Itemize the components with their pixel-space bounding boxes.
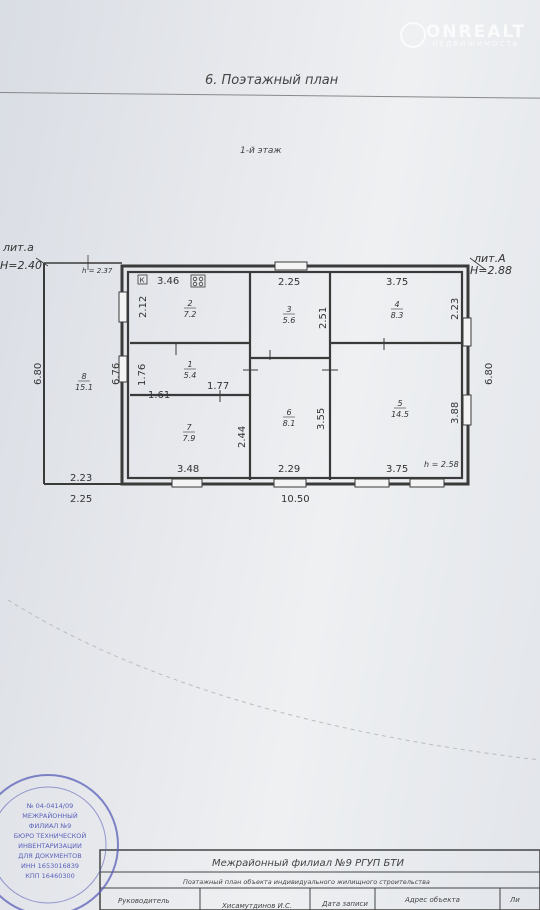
stamp-line-4: БЮРО ТЕХНИЧЕСКОЙ <box>14 831 87 840</box>
room-5-number: 5 <box>397 399 402 408</box>
room-number-dividers <box>78 307 406 433</box>
title-block-col3: Дата записи <box>321 900 368 908</box>
dim-room4-height: 2.23 <box>450 298 461 320</box>
room-1-area: 5.4 <box>184 371 197 380</box>
watermark-subtitle: НЕДВИЖИМОСТЬ <box>432 40 520 48</box>
title-block-col1: Руководитель <box>118 897 170 905</box>
dim-room1-height: 1.76 <box>137 364 148 386</box>
dim-room6-width: 2.29 <box>278 464 300 475</box>
windows <box>118 261 472 488</box>
room-3-number: 3 <box>286 305 291 314</box>
annex-outline <box>43 262 122 485</box>
ceiling-mark-ticks <box>35 255 487 271</box>
doors <box>175 338 385 402</box>
dim-room3-height: 2.51 <box>318 307 329 329</box>
stamp-line-5: ИНВЕНТАРИЗАЦИИ <box>18 842 82 850</box>
room-2-number: 2 <box>187 299 192 308</box>
room-6-area: 8.1 <box>283 419 296 428</box>
dim-annex-bottom-outer: 2.25 <box>70 494 92 505</box>
dim-right-total-height: 6.80 <box>484 363 495 385</box>
kitchen-mark: К <box>137 274 148 285</box>
dim-room5-height: 3.88 <box>450 402 461 424</box>
stamp-line-2: МЕЖРАЙОННЫЙ <box>22 811 78 820</box>
room-8-number: 8 <box>81 372 86 381</box>
title-block-col4: Адрес объекта <box>404 896 460 904</box>
dim-room7-width: 3.48 <box>177 464 199 475</box>
stamp-line-6: ДЛЯ ДОКУМЕНТОВ <box>18 852 81 860</box>
dim-room7-height: 2.44 <box>237 426 248 448</box>
stove-icon <box>190 274 206 288</box>
ceiling-mark-left: h = 2.37 <box>82 267 113 275</box>
dim-room6-height: 3.55 <box>316 408 327 430</box>
room-1-number: 1 <box>187 360 192 369</box>
watermark-logo-icon <box>399 22 426 48</box>
dim-annex-bottom-inner: 2.23 <box>70 473 92 484</box>
watermark-brand: ONREALT <box>425 22 526 42</box>
kitchen-mark-text: К <box>140 277 145 285</box>
official-stamp: № 04-0414/09 МЕЖРАЙОННЫЙ ФИЛИАЛ №9 БЮРО … <box>0 774 119 910</box>
dim-left-total-height: 6.80 <box>33 363 44 385</box>
section-title: 6. Поэтажный план <box>205 73 339 88</box>
stamp-line-8: КПП 16460300 <box>25 872 75 880</box>
liter-right-label: лит.А <box>473 252 506 265</box>
room-labels: 8 15.1 2 7.2 3 5.6 4 8.3 1 5.4 7 7.9 6 8… <box>75 299 409 443</box>
fold-line <box>7 599 540 761</box>
stamp-line-7: ИНН 1653016839 <box>21 862 79 870</box>
title-block-col2: Хисамутдинов И.С. <box>221 902 292 910</box>
dim-room1-width: 1.77 <box>207 381 229 392</box>
dim-room5-width: 3.75 <box>386 464 408 475</box>
dimension-labels: 6.80 6.80 6.76 2.23 2.25 10.50 3.46 2.12… <box>33 276 495 505</box>
title-block-desc: Поэтажный план объекта индивидуального ж… <box>183 878 430 886</box>
interior-walls <box>126 270 464 480</box>
title-block-col5: Ли <box>509 896 520 904</box>
dim-room2-width: 3.46 <box>157 276 179 287</box>
liter-right-height: H=2.88 <box>470 264 512 277</box>
dim-inner-left-height: 6.76 <box>111 363 122 385</box>
room-7-number: 7 <box>186 423 192 432</box>
dim-room2-height: 2.12 <box>138 296 149 318</box>
floor-label: 1-й этаж <box>240 146 282 156</box>
title-block-org: Межрайонный филиал №9 РГУП БТИ <box>212 858 404 869</box>
room-2-area: 7.2 <box>184 310 197 319</box>
room-8-area: 15.1 <box>75 383 93 392</box>
liter-left-height: H=2.40 <box>0 259 42 272</box>
ceiling-mark-right: h = 2.58 <box>424 460 459 469</box>
dim-bottom-total: 10.50 <box>281 494 310 505</box>
dim-room4-width: 3.75 <box>386 277 408 288</box>
watermark: ONREALT НЕДВИЖИМОСТЬ <box>399 22 526 48</box>
dim-room3-width: 2.25 <box>278 277 300 288</box>
stamp-line-3: ФИЛИАЛ №9 <box>29 822 72 830</box>
room-5-area: 14.5 <box>391 410 409 419</box>
room-4-area: 8.3 <box>391 311 404 320</box>
room-7-area: 7.9 <box>183 434 196 443</box>
main-house-walls <box>120 264 470 486</box>
room-6-number: 6 <box>286 408 291 417</box>
room-4-number: 4 <box>394 300 399 309</box>
title-block <box>99 849 540 910</box>
stamp-line-1: № 04-0414/09 <box>26 802 73 810</box>
room-3-area: 5.6 <box>283 316 296 325</box>
dim-room1-bottom: 1.61 <box>148 390 170 401</box>
liter-left-label: лит.а <box>2 241 34 254</box>
